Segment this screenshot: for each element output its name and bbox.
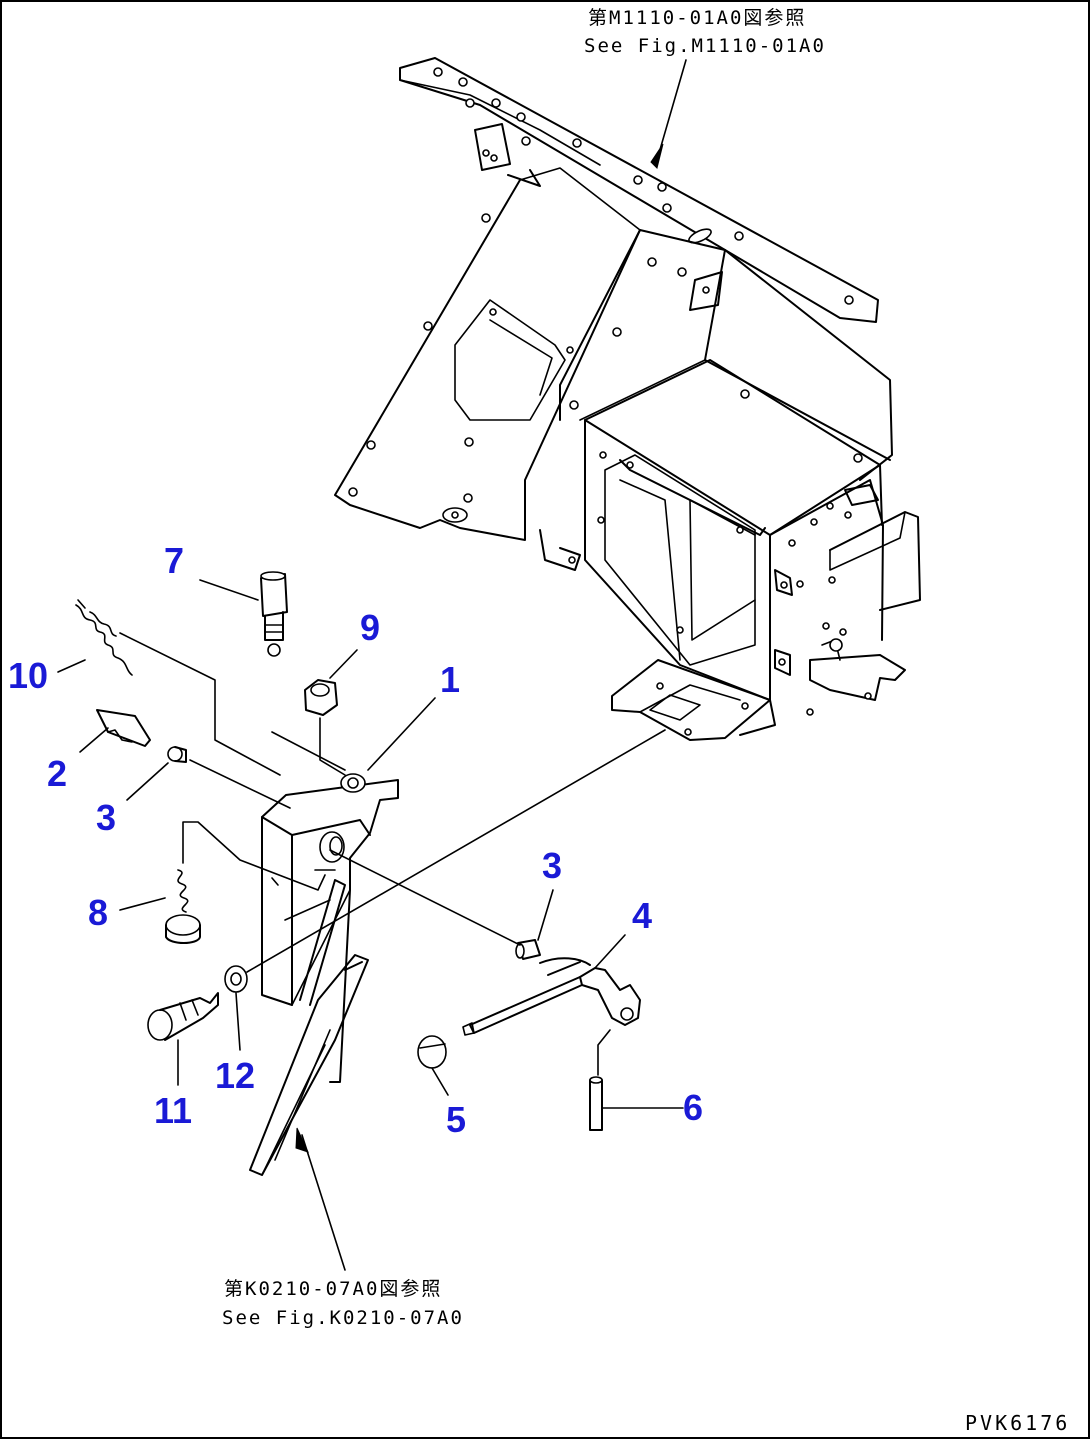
callout-3a: 3 — [96, 797, 116, 838]
bolt-part-11 — [147, 992, 219, 1041]
callout-10: 10 — [8, 655, 48, 696]
nut-part-9 — [304, 679, 338, 716]
switch-part-7 — [260, 571, 288, 657]
drawing-code: PVK6176 — [965, 1411, 1070, 1435]
callout-11: 11 — [154, 1090, 192, 1131]
callout-4: 4 — [632, 895, 652, 936]
spring-part-10 — [75, 599, 133, 676]
ref-bottom-jp: 第K0210-07A0図参照 — [224, 1278, 442, 1300]
pedal-part — [249, 954, 369, 1176]
callout-7: 7 — [164, 540, 184, 581]
assembly-lines — [119, 632, 666, 1076]
callout-3b: 3 — [542, 845, 562, 886]
pin-part-6 — [589, 1076, 603, 1131]
ref-top-en: See Fig.M1110-01A0 — [584, 35, 826, 57]
ref-top-jp: 第M1110-01A0図参照 — [588, 7, 806, 29]
bolt-part-8 — [165, 869, 201, 944]
ref-bottom-en: See Fig.K0210-07A0 — [222, 1307, 464, 1329]
callout-12: 12 — [215, 1055, 255, 1096]
bushing-part-3b — [515, 939, 541, 960]
callout-1: 1 — [440, 659, 460, 700]
leader-lines — [57, 59, 687, 1271]
lever-part-4 — [462, 957, 641, 1036]
plug-part-5 — [417, 1035, 447, 1069]
frame-assembly — [334, 57, 921, 741]
pedal-bracket-part — [261, 773, 399, 1083]
bushing-part-3a — [167, 746, 187, 763]
callout-8: 8 — [88, 892, 108, 933]
callout-6: 6 — [683, 1087, 703, 1128]
washer-part-12 — [224, 965, 248, 993]
callout-9: 9 — [360, 607, 380, 648]
callout-5: 5 — [446, 1099, 466, 1140]
callout-2: 2 — [47, 753, 67, 794]
clip-part-2 — [96, 709, 151, 747]
